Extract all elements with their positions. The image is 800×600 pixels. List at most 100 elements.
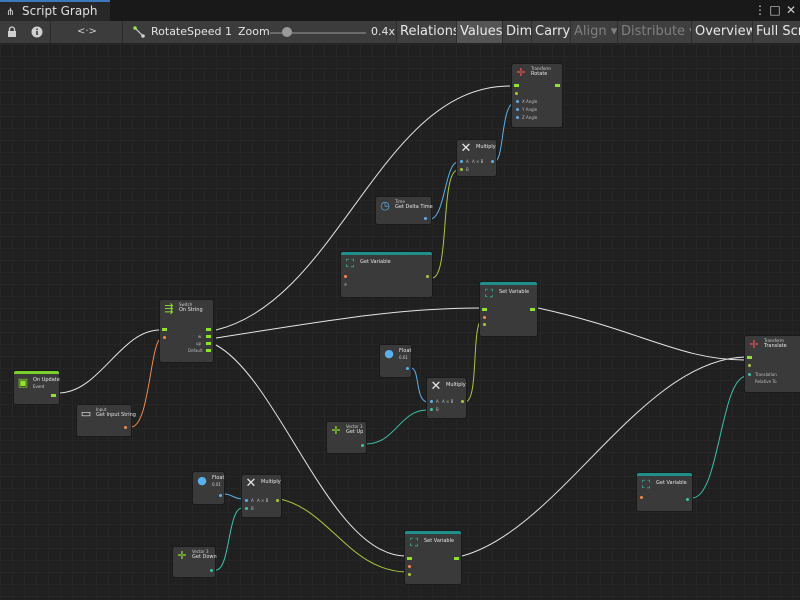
more-menu-icon[interactable]: ⋮ [753, 2, 767, 18]
distribute-dropdown[interactable]: Distribute ▾ [617, 21, 699, 43]
port-x-angle[interactable] [516, 100, 519, 103]
port-label-relative-to: Relative To [755, 379, 777, 384]
node-multiply-2[interactable]: ✕ Multiply A A × B B [427, 378, 466, 418]
values-button[interactable]: Values [456, 21, 505, 43]
node-title: Get Variable [656, 480, 687, 486]
overview-button[interactable]: Overview [691, 21, 759, 43]
port-a[interactable] [245, 499, 248, 502]
node-get-variable-2[interactable]: ⛶ Get Variable [637, 473, 692, 511]
port-z-angle[interactable] [516, 116, 519, 119]
zoom-slider-handle[interactable] [282, 27, 292, 37]
port-value-in[interactable] [483, 323, 486, 326]
node-switch-on-string[interactable]: ⇶ Switch On String w up Default [160, 300, 213, 362]
full-screen-button[interactable]: Full Scre [752, 21, 800, 43]
align-dropdown[interactable]: Align ▾ [570, 21, 620, 43]
node-title: Set Variable [499, 289, 529, 295]
node-vector3-get-down[interactable]: ✛ Vector 3 Get Down [173, 547, 215, 577]
node-set-variable-1[interactable]: ⛶ Set Variable [480, 282, 537, 336]
port-b[interactable] [245, 507, 248, 510]
relations-button[interactable]: Relations [396, 21, 463, 43]
close-icon[interactable]: ✕ [784, 2, 798, 18]
node-get-delta-time[interactable]: ◷ Time Get Delta Time [376, 197, 431, 224]
port-enter[interactable] [162, 328, 167, 331]
switch-icon: ⇶ [163, 303, 175, 315]
port-name[interactable] [408, 565, 411, 568]
maximize-icon[interactable]: □ [768, 2, 782, 18]
graph-icon: ⋔ [6, 4, 18, 22]
port-label-z-angle: Z Angle [522, 115, 537, 120]
port-enter[interactable] [407, 557, 412, 560]
port-vector-out[interactable] [361, 444, 364, 447]
tab-script-graph[interactable]: ⋔Script Graph [0, 0, 110, 21]
port-name[interactable] [483, 316, 486, 319]
port-label-axb: A × B [472, 159, 483, 164]
node-float-1[interactable]: ● Float 0.01 [380, 345, 411, 377]
port-result[interactable] [461, 400, 464, 403]
node-vector3-get-up[interactable]: ✛ Vector 3 Get Up [327, 422, 366, 453]
info-icon[interactable] [31, 21, 43, 43]
axis-icon: ✛ [330, 425, 342, 437]
port-target[interactable] [515, 92, 518, 95]
port-label-w: w [198, 334, 201, 339]
node-title: On Update [33, 377, 60, 383]
port-float-out[interactable] [406, 367, 409, 370]
port-b[interactable] [430, 408, 433, 411]
node-transform-rotate[interactable]: ✛ Transform Rotate X Angle Y Angle Z Ang… [512, 64, 562, 127]
port-translation[interactable] [748, 373, 751, 376]
node-title: Get Down [192, 554, 217, 560]
wire-object-multiply3-setvar2 [280, 499, 408, 572]
node-get-input-string[interactable]: ▭ Input Get Input String [77, 405, 131, 436]
port-result[interactable] [276, 499, 279, 502]
variable-icon: ⛶ [483, 288, 495, 300]
port-vector-out[interactable] [210, 569, 213, 572]
port-b[interactable] [460, 168, 463, 171]
port-enter[interactable] [514, 84, 519, 87]
port-target[interactable] [748, 364, 751, 367]
port-string-out[interactable] [124, 426, 127, 429]
float-value[interactable]: 0.01 [399, 355, 408, 360]
float-value[interactable]: 0.01 [212, 482, 221, 487]
port-object[interactable] [344, 283, 347, 286]
lock-icon[interactable] [7, 21, 19, 43]
node-get-variable-1[interactable]: ⛶ Get Variable [341, 252, 432, 297]
port-value-out[interactable] [686, 498, 689, 501]
port-result[interactable] [491, 160, 494, 163]
graph-node-icon [133, 21, 145, 43]
port-case-w[interactable] [206, 335, 211, 338]
port-float-out[interactable] [424, 217, 427, 220]
port-enter[interactable] [747, 356, 752, 359]
port-exit[interactable] [454, 557, 459, 560]
port-enter[interactable] [482, 308, 487, 311]
node-transform-translate[interactable]: ✛ Transform Translate Translation Relati… [745, 336, 800, 392]
port-string-in[interactable] [163, 336, 166, 339]
carry-button[interactable]: Carry [531, 21, 573, 43]
port-name[interactable] [344, 275, 347, 278]
port-exit[interactable] [555, 84, 560, 87]
port-label-default: Default [188, 348, 203, 353]
port-case-up[interactable] [206, 342, 211, 345]
code-view-icon[interactable]: <·> [77, 21, 97, 43]
node-on-update[interactable]: ▣ On Update Event [14, 371, 59, 404]
graph-canvas[interactable]: ▣ On Update Event ▭ Input Get Input Stri… [0, 44, 800, 600]
wire-flow-setvar1-translate [538, 308, 745, 360]
port-value-in[interactable] [408, 573, 411, 576]
port-default[interactable] [206, 349, 211, 352]
port-float-out[interactable] [219, 494, 222, 497]
port-y-angle[interactable] [516, 108, 519, 111]
graph-toolbar: <·> RotateSpeed 1 Zoom 0.4x Relations Va… [0, 21, 800, 44]
node-title: Get Input String [96, 412, 136, 418]
port-name[interactable] [640, 496, 643, 499]
node-set-variable-2[interactable]: ⛶ Set Variable [405, 531, 461, 584]
port-label-axb: A × B [257, 498, 268, 503]
port-a[interactable] [460, 160, 463, 163]
port-trigger-out[interactable] [51, 394, 56, 397]
port-value-out[interactable] [426, 275, 429, 278]
node-float-2[interactable]: ● Float 0.01 [193, 472, 224, 504]
port-exit[interactable] [530, 308, 535, 311]
port-a[interactable] [430, 400, 433, 403]
node-multiply-1[interactable]: ✕ Multiply A A × B B [457, 140, 496, 176]
graph-name[interactable]: RotateSpeed 1 [151, 21, 232, 43]
transform-icon: ✛ [515, 67, 527, 79]
port-exit[interactable] [206, 328, 211, 331]
node-multiply-3[interactable]: ✕ Multiply A A × B B [242, 475, 281, 517]
